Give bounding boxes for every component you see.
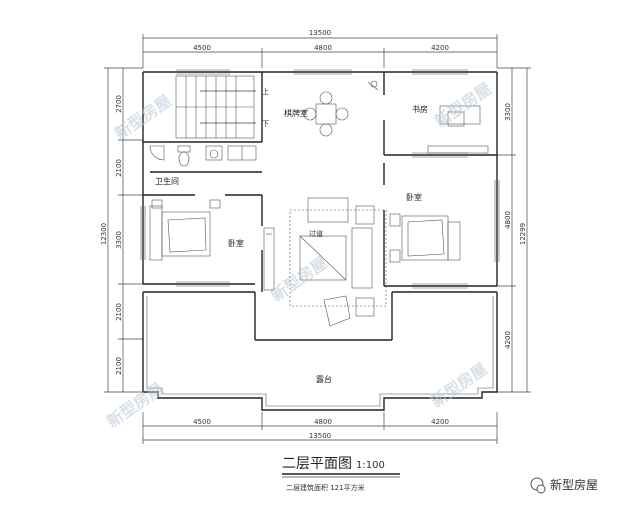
windows xyxy=(140,69,500,289)
right-seg-3: 4200 xyxy=(504,331,512,349)
left-seg-5: 2100 xyxy=(115,357,123,375)
left-total-dim: 12300 xyxy=(100,223,108,245)
left-dimensions: 12300 2700 2100 3300 2100 2100 xyxy=(100,67,143,393)
left-seg-1: 2700 xyxy=(115,95,123,113)
staircase: 上 下 xyxy=(175,75,269,139)
bottom-seg-3: 4200 xyxy=(431,418,449,426)
watermark-3: 新型房屋 xyxy=(267,253,330,305)
walls xyxy=(142,71,498,411)
living-furniture xyxy=(263,197,387,327)
left-seg-4: 2100 xyxy=(115,303,123,321)
left-seg-3: 3300 xyxy=(115,231,123,249)
left-bed xyxy=(149,199,221,261)
top-seg-3: 4200 xyxy=(431,44,449,52)
top-dimensions: 13500 4500 4800 4200 xyxy=(142,29,498,68)
floor-area-note: 二层建筑面积 121平方米 xyxy=(286,483,365,492)
stair-up-label: 上 xyxy=(262,87,269,96)
top-total-dim: 13500 xyxy=(309,29,331,37)
right-bed xyxy=(389,213,461,263)
bathroom-label: 卫生间 xyxy=(155,176,179,186)
study-desk xyxy=(427,105,489,154)
room-labels: 棋牌室 书房 卫生间 卧室 卧室 过道 露台 xyxy=(155,104,428,384)
watermark-4: 新型房屋 xyxy=(103,379,166,431)
left-seg-2: 2100 xyxy=(115,159,123,177)
terrace-label: 露台 xyxy=(316,374,332,384)
top-seg-1: 4500 xyxy=(193,44,211,52)
right-seg-1: 3300 xyxy=(504,103,512,121)
stair-down-label: 下 xyxy=(262,120,269,128)
title-block: 二层平面图 1:100 二层建筑面积 121平方米 xyxy=(282,456,400,492)
right-total-dim: 12299 xyxy=(519,223,527,245)
bottom-seg-1: 4500 xyxy=(193,418,211,426)
bottom-dimensions: 4500 4800 4200 13500 xyxy=(142,412,498,444)
right-bedroom-label: 卧室 xyxy=(406,192,422,202)
study-label: 书房 xyxy=(412,104,428,114)
top-seg-2: 4800 xyxy=(314,44,332,52)
plan-title: 二层平面图 xyxy=(282,456,352,472)
plan-scale: 1:100 xyxy=(356,460,385,471)
watermark-5: 新型房屋 xyxy=(427,359,490,411)
brand-logo: 新型房屋 xyxy=(530,477,598,494)
chess-room-label: 棋牌室 xyxy=(284,108,308,118)
left-bedroom-label: 卧室 xyxy=(228,238,244,248)
watermark-2: 新型房屋 xyxy=(431,79,494,131)
right-seg-2: 4800 xyxy=(504,211,512,229)
corridor-label: 过道 xyxy=(309,229,323,238)
bottom-total-dim: 13500 xyxy=(309,432,331,440)
brand-name: 新型房屋 xyxy=(550,477,598,492)
bathroom-fixtures xyxy=(149,145,257,167)
right-dimensions: 3300 4800 4200 12299 xyxy=(497,67,531,393)
bottom-seg-2: 4800 xyxy=(314,418,332,426)
chess-table xyxy=(303,80,379,137)
